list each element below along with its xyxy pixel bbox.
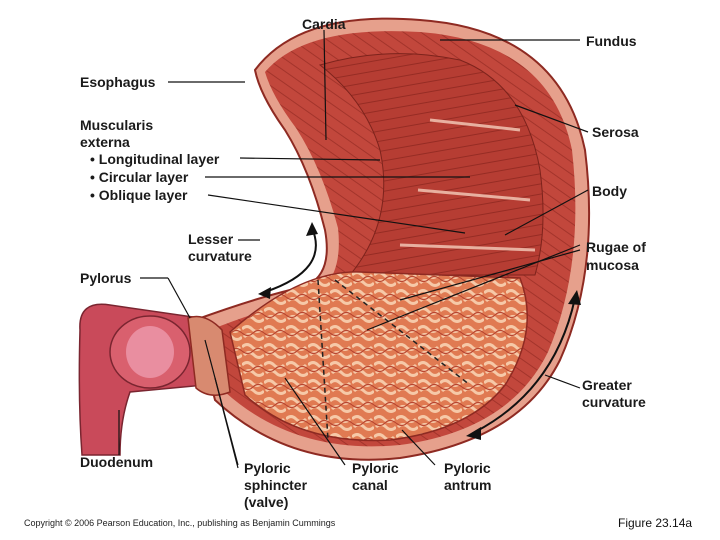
label-muscularis-line1: Muscularis — [80, 117, 153, 133]
label-circular-layer: • Circular layer — [90, 169, 188, 185]
label-pyloric-sphincter-line2: sphincter — [244, 477, 307, 493]
label-body: Body — [592, 183, 627, 199]
label-pyloric-canal-line2: canal — [352, 477, 388, 493]
label-greater-curvature-line1: Greater — [582, 377, 632, 393]
label-pyloric-antrum-line2: antrum — [444, 477, 491, 493]
label-greater-curvature-line2: curvature — [582, 394, 646, 410]
copyright-notice: Copyright © 2006 Pearson Education, Inc.… — [24, 518, 335, 528]
label-pylorus: Pylorus — [80, 270, 131, 286]
label-oblique-layer: • Oblique layer — [90, 187, 188, 203]
label-serosa: Serosa — [592, 124, 639, 140]
label-cardia: Cardia — [302, 16, 346, 32]
figure-number: Figure 23.14a — [618, 516, 692, 530]
label-pyloric-canal-line1: Pyloric — [352, 460, 399, 476]
label-muscularis-line2: externa — [80, 134, 130, 150]
label-pyloric-antrum-line1: Pyloric — [444, 460, 491, 476]
label-esophagus: Esophagus — [80, 74, 155, 90]
label-fundus: Fundus — [586, 33, 637, 49]
label-rugae-line2: mucosa — [586, 257, 639, 273]
label-pyloric-sphincter-line3: (valve) — [244, 494, 288, 510]
label-lesser-curvature-line1: Lesser — [188, 231, 233, 247]
label-rugae-line1: Rugae of — [586, 239, 646, 255]
label-longitudinal-layer: • Longitudinal layer — [90, 151, 219, 167]
label-lesser-curvature-line2: curvature — [188, 248, 252, 264]
label-pyloric-sphincter-line1: Pyloric — [244, 460, 291, 476]
label-duodenum: Duodenum — [80, 454, 153, 470]
